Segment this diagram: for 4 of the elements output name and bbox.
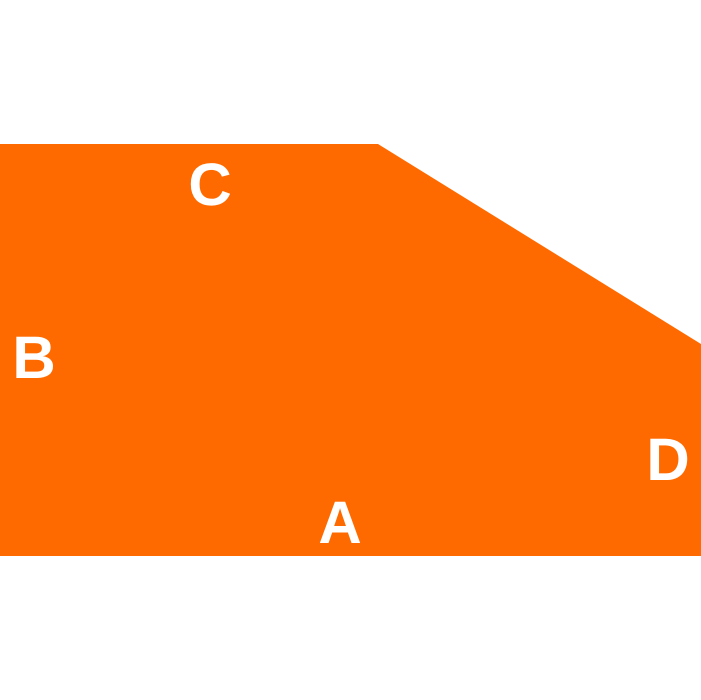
side-label: A	[318, 493, 362, 553]
side-label: C	[188, 155, 232, 215]
side-label: B	[12, 328, 56, 388]
side-label: D	[646, 430, 690, 490]
